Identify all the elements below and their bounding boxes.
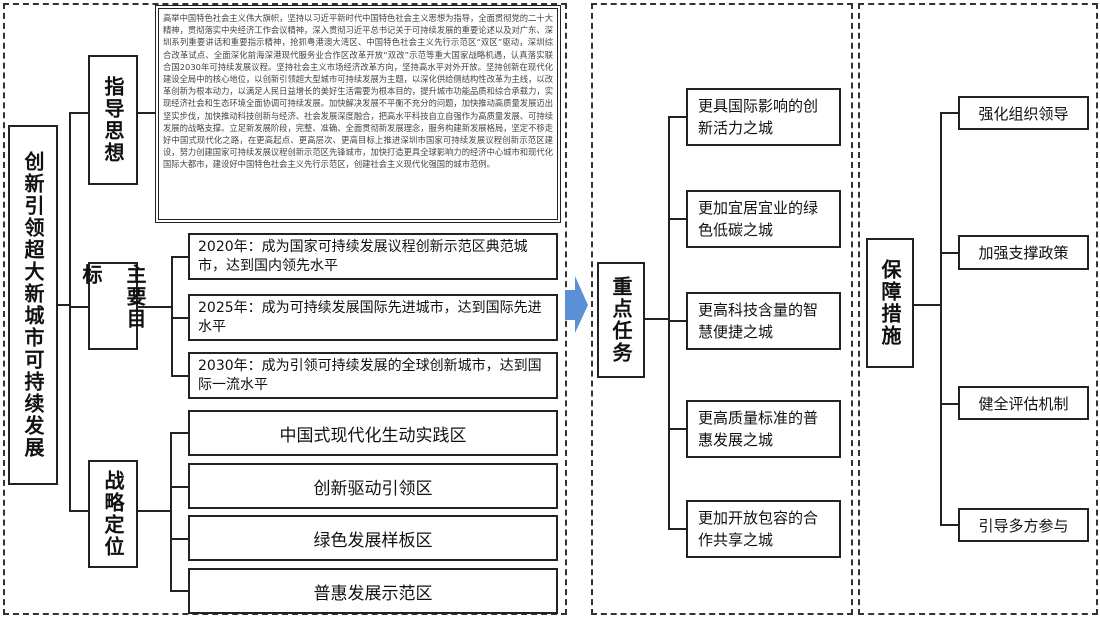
- connector: [668, 116, 686, 118]
- positioning-label: 战略定位: [88, 460, 138, 568]
- task-item: 更加开放包容的合作共享之城: [686, 500, 841, 558]
- connector: [668, 320, 686, 322]
- tasks-label: 重点任务: [597, 262, 645, 378]
- measure-item: 引导多方参与: [958, 508, 1089, 542]
- guiding-text: 高举中国特色社会主义伟大旗帜，坚持以习近平新时代中国特色社会主义思想为指导，全面…: [155, 5, 561, 223]
- connector: [69, 510, 88, 512]
- connector: [69, 112, 71, 512]
- position-item: 普惠发展示范区: [188, 568, 558, 614]
- connector: [668, 428, 686, 430]
- position-item: 绿色发展样板区: [188, 515, 558, 561]
- task-item: 更高科技含量的智慧便捷之城: [686, 292, 841, 350]
- connector: [171, 375, 188, 377]
- connector: [171, 256, 173, 376]
- connector: [69, 306, 88, 308]
- connector: [940, 112, 958, 114]
- connector: [668, 116, 670, 530]
- connector: [940, 403, 958, 405]
- arrow-right-icon: [565, 276, 588, 333]
- connector: [668, 218, 686, 220]
- goal-2025: 2025年：成为可持续发展国际先进城市，达到国际先进水平: [188, 294, 558, 341]
- connector: [58, 304, 70, 306]
- connector: [668, 528, 686, 530]
- connector: [138, 510, 171, 512]
- connector: [940, 112, 942, 526]
- connector: [914, 304, 941, 306]
- task-item: 更加宜居宜业的绿色低碳之城: [686, 190, 841, 248]
- goals-label: 主要目标: [79, 262, 147, 350]
- connector: [940, 524, 958, 526]
- measures-panel: [858, 3, 1098, 615]
- measure-item: 加强支撑政策: [958, 235, 1089, 270]
- measure-item: 强化组织领导: [958, 96, 1089, 130]
- connector: [69, 112, 88, 114]
- connector: [170, 432, 188, 434]
- measure-item: 健全评估机制: [958, 386, 1089, 420]
- main-title: 创新引领超大新城市可持续发展: [8, 125, 58, 485]
- connector: [645, 318, 669, 320]
- connector: [170, 538, 188, 540]
- connector: [170, 486, 188, 488]
- goal-2020: 2020年：成为国家可持续发展议程创新示范区典范城市，达到国内领先水平: [188, 233, 558, 280]
- connector: [138, 306, 172, 308]
- measures-label: 保障措施: [866, 238, 914, 368]
- task-item: 更具国际影响的创新活力之城: [686, 88, 841, 146]
- task-item: 更高质量标准的普惠发展之城: [686, 400, 841, 458]
- connector: [170, 590, 188, 592]
- connector: [170, 432, 172, 592]
- position-item: 创新驱动引领区: [188, 463, 558, 509]
- tasks-panel: [591, 3, 853, 615]
- guiding-label: 指导思想: [88, 55, 138, 185]
- position-item: 中国式现代化生动实践区: [188, 410, 558, 456]
- connector: [138, 112, 155, 114]
- connector: [940, 252, 958, 254]
- goal-2030: 2030年：成为引领可持续发展的全球创新城市，达到国际一流水平: [188, 352, 558, 399]
- connector: [171, 256, 188, 258]
- connector: [171, 317, 188, 319]
